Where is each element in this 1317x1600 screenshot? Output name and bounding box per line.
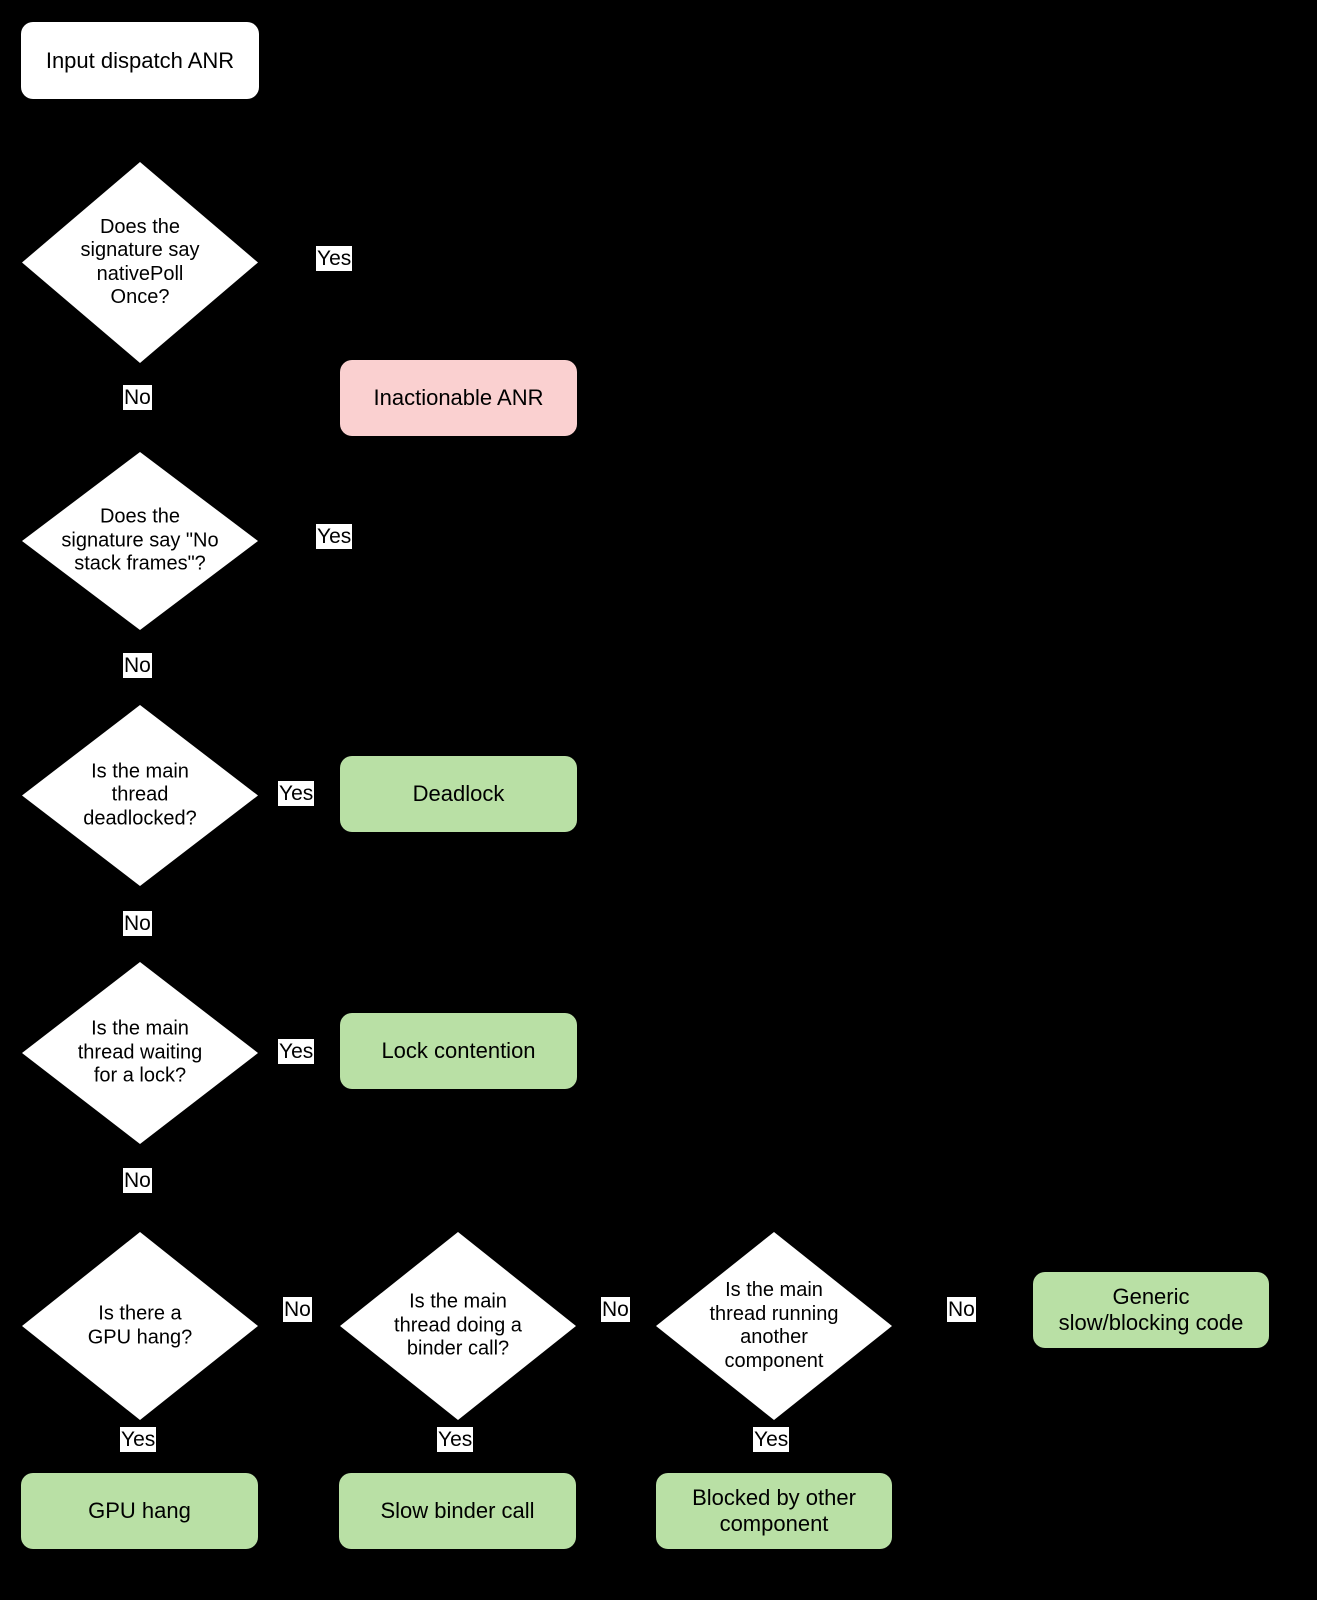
edge-label-nativepollonce-yes: Yes <box>316 246 353 271</box>
edge-label-deadlocked-yes: Yes <box>278 781 315 806</box>
edge-label-nostackframes-yes: Yes <box>316 524 353 549</box>
edge-label-waiting-lock-yes: Yes <box>278 1039 315 1064</box>
edge-binder-call-yes <box>456 1420 458 1496</box>
edge-label-nostackframes-no: No <box>123 653 152 678</box>
node-terminal-slow-binder-label: Slow binder call <box>380 1498 535 1524</box>
diamond-shape <box>22 1232 258 1420</box>
node-start-label: Input dispatch ANR <box>45 47 235 73</box>
diamond-shape <box>22 452 258 630</box>
edge-other-component-yes <box>772 1420 774 1496</box>
node-terminal-deadlock[interactable]: Deadlock <box>340 756 577 832</box>
edge-nativepollonce-yes <box>258 261 463 263</box>
node-decision-nativepollonce[interactable]: Does the signature say nativePoll Once? <box>22 162 258 363</box>
edge-start-to-nativepollonce <box>139 98 141 162</box>
node-terminal-generic-slow-label: Generic slow/blocking code <box>1058 1284 1244 1335</box>
edge-nativepollonce-yes-down <box>462 261 464 367</box>
node-terminal-deadlock-label: Deadlock <box>412 781 505 807</box>
edge-gpu-hang-no <box>258 1324 346 1326</box>
diamond-shape <box>340 1232 576 1420</box>
edge-label-other-component-yes: Yes <box>753 1427 790 1452</box>
edge-nostackframes-yes <box>258 538 463 540</box>
node-terminal-generic-slow[interactable]: Generic slow/blocking code <box>1033 1272 1269 1348</box>
edge-label-binder-call-no: No <box>601 1297 630 1322</box>
edge-other-component-no <box>910 1324 1033 1326</box>
node-terminal-lock-contention[interactable]: Lock contention <box>340 1013 577 1089</box>
node-terminal-lock-contention-label: Lock contention <box>381 1038 536 1064</box>
node-terminal-gpu-hang[interactable]: GPU hang <box>21 1473 258 1549</box>
node-decision-other-component[interactable]: Is the main thread running another compo… <box>656 1232 892 1420</box>
edge-label-gpu-hang-yes: Yes <box>120 1427 157 1452</box>
edge-label-binder-call-yes: Yes <box>437 1427 474 1452</box>
diamond-shape <box>656 1232 892 1420</box>
diamond-shape <box>22 705 258 886</box>
node-terminal-inactionable[interactable]: Inactionable ANR <box>340 360 577 436</box>
node-terminal-gpu-hang-label: GPU hang <box>88 1498 191 1524</box>
node-decision-gpu-hang[interactable]: Is there a GPU hang? <box>22 1232 258 1420</box>
edge-gpu-hang-yes <box>139 1420 141 1496</box>
diamond-shape <box>22 962 258 1144</box>
edge-label-deadlocked-no: No <box>123 911 152 936</box>
edge-label-waiting-lock-no: No <box>123 1168 152 1193</box>
diamond-shape <box>22 162 258 363</box>
node-decision-binder-call[interactable]: Is the main thread doing a binder call? <box>340 1232 576 1420</box>
node-terminal-blocked-other-label: Blocked by other component <box>692 1485 856 1536</box>
edge-binder-call-no <box>584 1324 670 1326</box>
node-terminal-blocked-other[interactable]: Blocked by other component <box>656 1473 892 1549</box>
node-terminal-slow-binder[interactable]: Slow binder call <box>339 1473 576 1549</box>
edge-label-gpu-hang-no: No <box>283 1297 312 1322</box>
node-terminal-inactionable-label: Inactionable ANR <box>373 385 544 411</box>
node-decision-waiting-lock[interactable]: Is the main thread waiting for a lock? <box>22 962 258 1144</box>
edge-label-nativepollonce-no: No <box>123 385 152 410</box>
node-decision-deadlocked[interactable]: Is the main thread deadlocked? <box>22 705 258 886</box>
node-decision-nostackframes[interactable]: Does the signature say "No stack frames"… <box>22 452 258 630</box>
edge-label-other-component-no: No <box>947 1297 976 1322</box>
node-start[interactable]: Input dispatch ANR <box>21 22 259 99</box>
